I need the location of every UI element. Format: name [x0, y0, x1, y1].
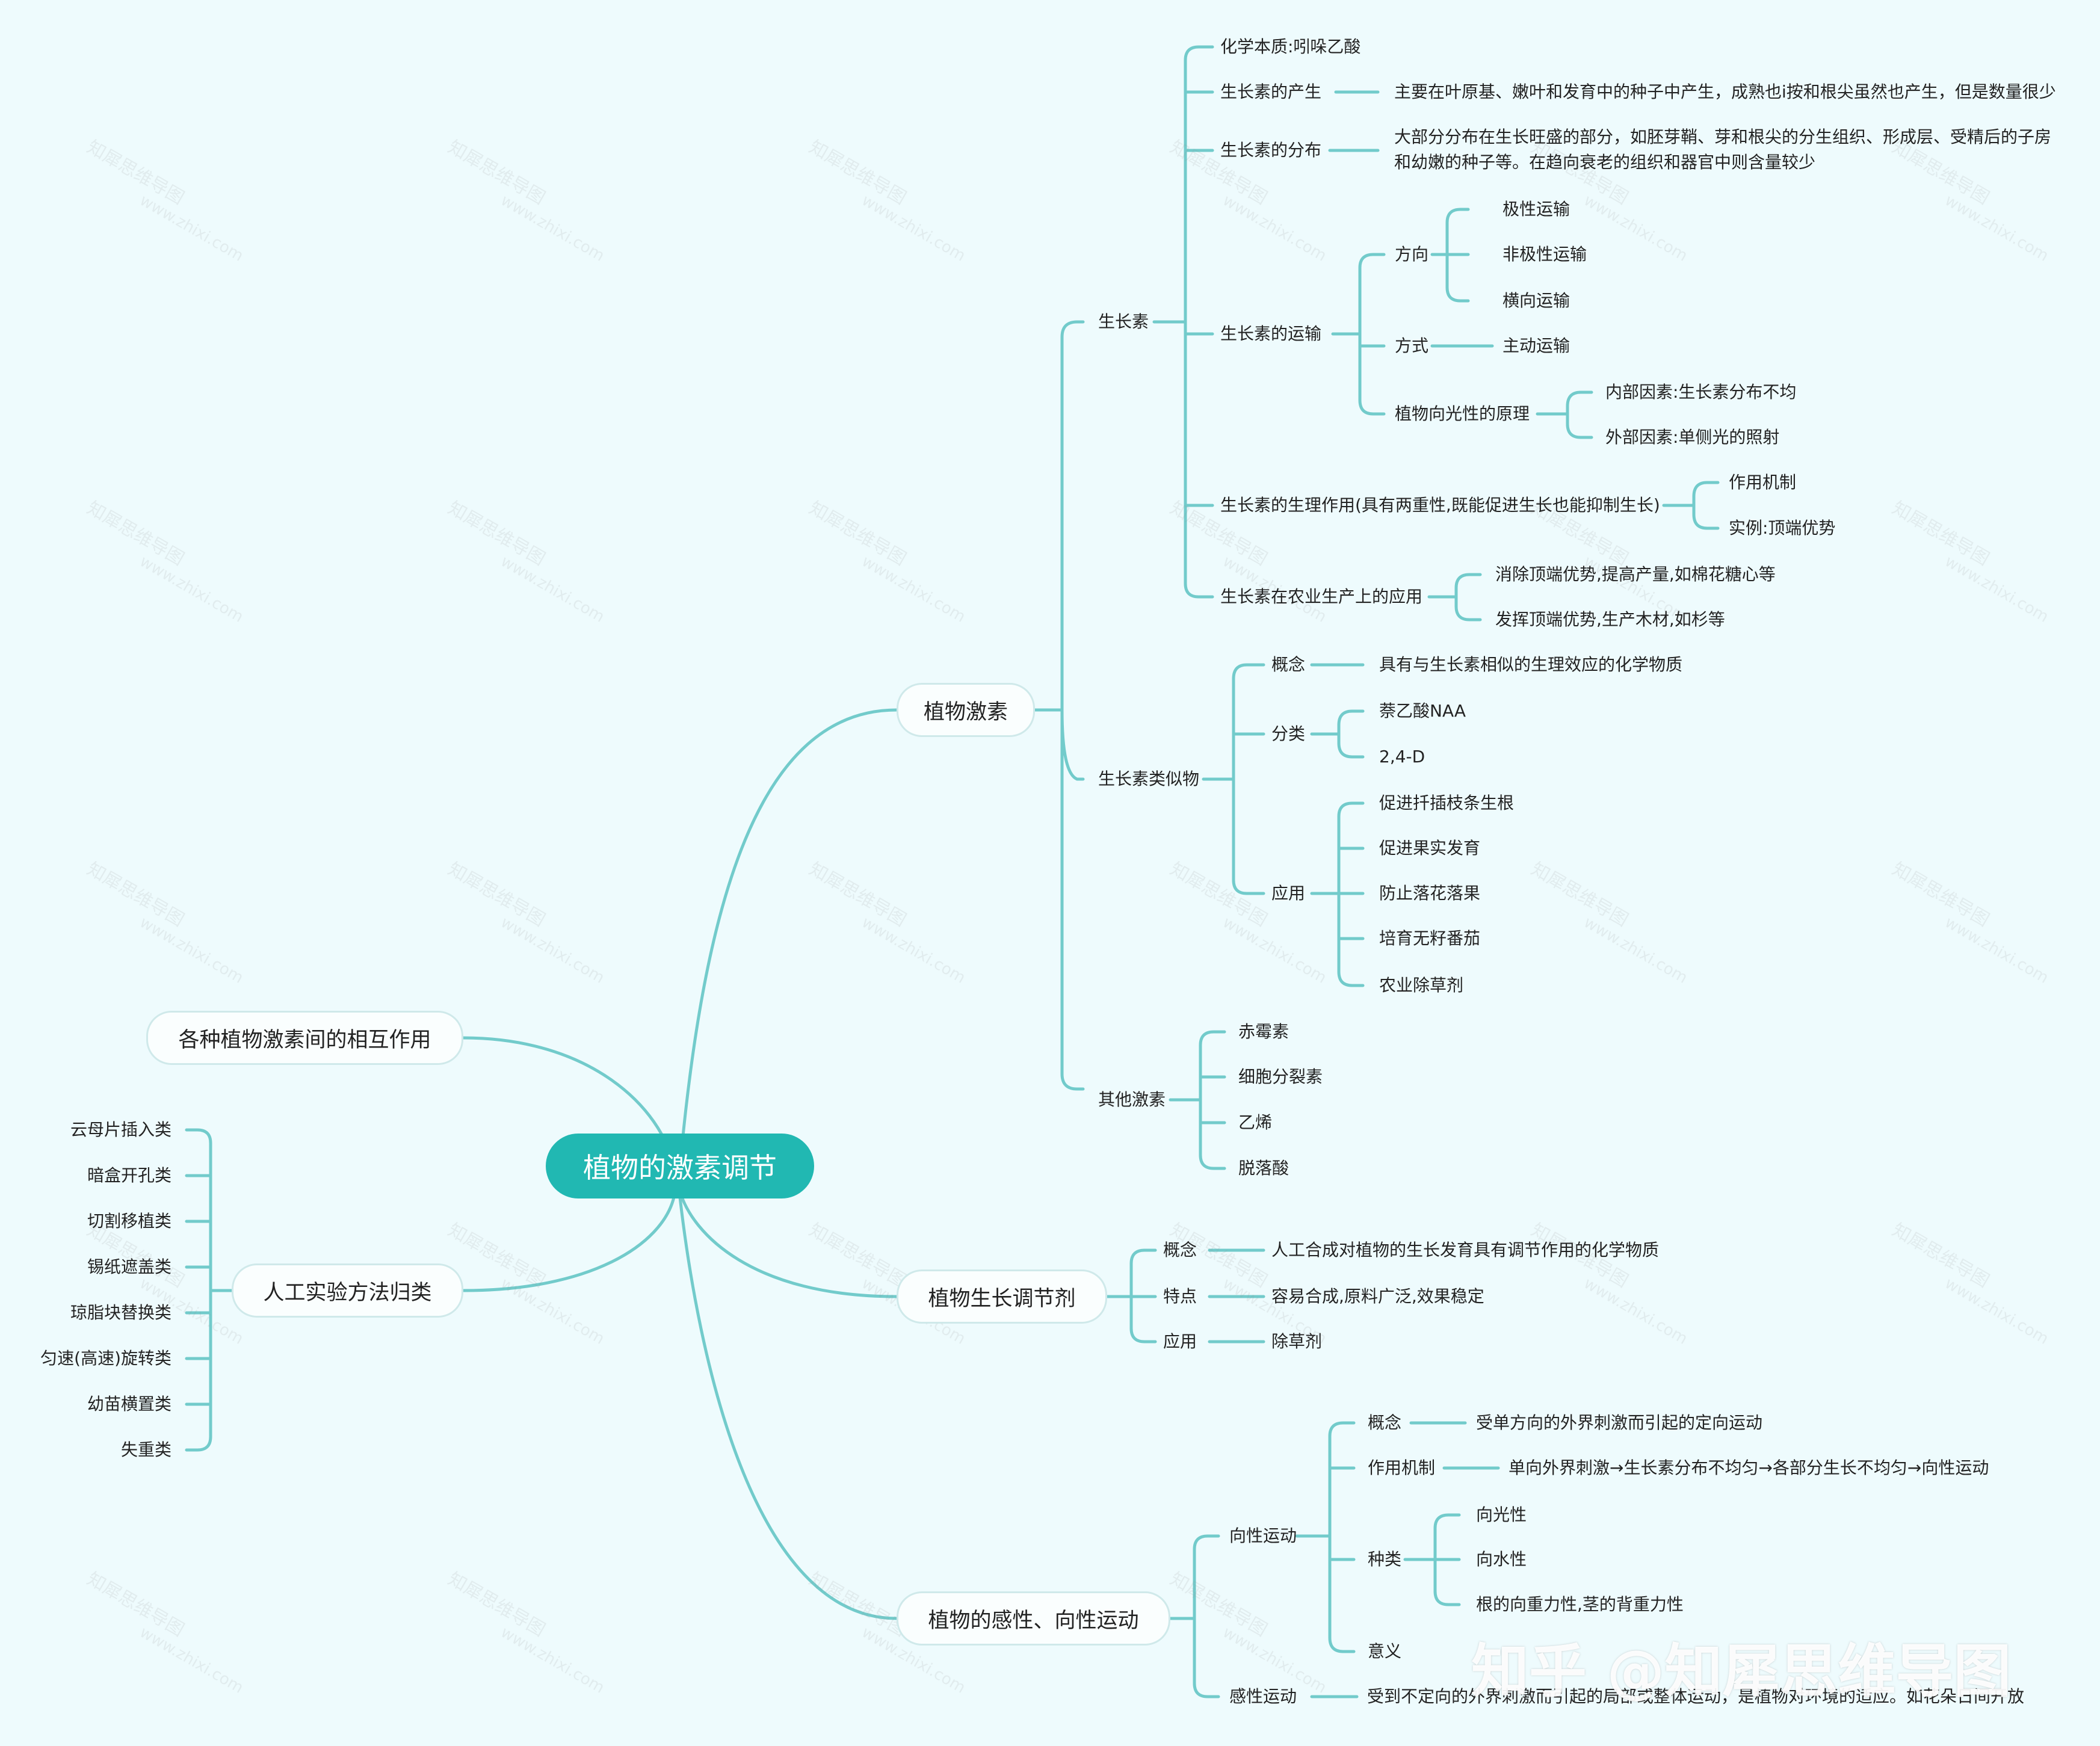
- node-physiology-item[interactable]: 作用机制: [1729, 472, 1797, 492]
- node-phototropism[interactable]: 植物向光性的原理: [1395, 404, 1530, 424]
- node-auxin-transport[interactable]: 生长素的运输: [1220, 324, 1322, 344]
- node-tropism-type-item[interactable]: 向水性: [1476, 1549, 1527, 1569]
- node-nastic[interactable]: 感性运动: [1229, 1686, 1297, 1706]
- node-other-item[interactable]: 细胞分裂素: [1238, 1067, 1323, 1087]
- node-analogs-concept-detail[interactable]: 具有与生长素相似的生理效应的化学物质: [1379, 655, 1683, 674]
- node-other-item[interactable]: 乙烯: [1238, 1112, 1273, 1132]
- node-application-item[interactable]: 培育无籽番茄: [1379, 928, 1481, 948]
- zhihu-logo: 知乎 @知犀思维导图: [1471, 1638, 2012, 1705]
- topic-plant-movement[interactable]: 植物的感性、向性运动: [897, 1591, 1170, 1646]
- node-auxin-distribution-detail-2[interactable]: 和幼嫩的种子等。在趋向衰老的组织和器官中则含量较少: [1394, 152, 1816, 172]
- node-auxin-physiology[interactable]: 生长素的生理作用(具有两重性,既能促进生长也能抑制生长): [1220, 495, 1660, 515]
- node-experiment-item[interactable]: 琼脂块替换类: [70, 1303, 171, 1322]
- node-transport-direction[interactable]: 方向: [1395, 244, 1429, 264]
- node-analogs-concept[interactable]: 概念: [1271, 655, 1306, 674]
- node-transport-mode[interactable]: 方式: [1395, 336, 1429, 356]
- node-phototropism-item[interactable]: 外部因素:单侧光的照射: [1605, 427, 1780, 447]
- node-tropism[interactable]: 向性运动: [1229, 1526, 1297, 1546]
- node-tropism-concept[interactable]: 概念: [1368, 1413, 1402, 1433]
- root-topic[interactable]: 植物的激素调节: [546, 1134, 814, 1198]
- node-tropism-types[interactable]: 种类: [1368, 1549, 1402, 1569]
- node-phototropism-item[interactable]: 内部因素:生长素分布不均: [1605, 382, 1797, 402]
- node-mode-item[interactable]: 主动运输: [1502, 336, 1570, 356]
- node-experiment-item[interactable]: 云母片插入类: [70, 1120, 171, 1140]
- node-other-hormones[interactable]: 其他激素: [1098, 1090, 1166, 1109]
- topic-hormone-interaction[interactable]: 各种植物激素间的相互作用: [146, 1011, 463, 1065]
- node-application-item[interactable]: 防止落花落果: [1379, 883, 1481, 903]
- node-experiment-item[interactable]: 锡纸遮盖类: [87, 1257, 171, 1277]
- node-agriculture-item[interactable]: 消除顶端优势,提高产量,如棉花糖心等: [1495, 564, 1776, 584]
- node-regulators-features[interactable]: 特点: [1163, 1286, 1197, 1306]
- node-tropism-type-item[interactable]: 向光性: [1476, 1505, 1527, 1525]
- node-other-item[interactable]: 赤霉素: [1238, 1022, 1289, 1041]
- node-tropism-type-item[interactable]: 根的向重力性,茎的背重力性: [1476, 1594, 1684, 1614]
- node-tropism-mechanism[interactable]: 作用机制: [1368, 1458, 1436, 1478]
- node-auxin-distribution-detail-1[interactable]: 大部分分布在生长旺盛的部分，如胚芽鞘、芽和根尖的分生组织、形成层、受精后的子房: [1394, 127, 2052, 147]
- node-experiment-item[interactable]: 失重类: [120, 1440, 171, 1460]
- node-experiment-item[interactable]: 幼苗横置类: [87, 1394, 171, 1414]
- node-classification-item[interactable]: 2,4-D: [1379, 747, 1425, 767]
- topic-growth-regulators[interactable]: 植物生长调节剂: [897, 1269, 1107, 1324]
- node-nastic-detail[interactable]: 受到不定向的外界刺激而引起的局部或整体运动，是植物对环境的适应。如花朵日间开放: [1367, 1686, 2025, 1706]
- node-regulators-application-detail[interactable]: 除草剂: [1271, 1331, 1323, 1351]
- node-auxin-agriculture[interactable]: 生长素在农业生产上的应用: [1220, 587, 1423, 606]
- node-classification-item[interactable]: 萘乙酸NAA: [1379, 701, 1466, 721]
- node-application-item[interactable]: 农业除草剂: [1379, 975, 1464, 995]
- node-tropism-concept-detail[interactable]: 受单方向的外界刺激而引起的定向运动: [1476, 1413, 1763, 1433]
- node-tropism-mechanism-detail[interactable]: 单向外界刺激→生长素分布不均匀→各部分生长不均匀→向性运动: [1509, 1458, 1989, 1478]
- node-auxin-distribution[interactable]: 生长素的分布: [1220, 140, 1322, 160]
- node-tropism-significance[interactable]: 意义: [1368, 1641, 1402, 1661]
- node-auxin[interactable]: 生长素: [1098, 312, 1149, 332]
- node-experiment-item[interactable]: 匀速(高速)旋转类: [40, 1348, 171, 1368]
- node-application-item[interactable]: 促进果实发育: [1379, 838, 1481, 858]
- node-auxin-nature[interactable]: 化学本质:吲哚乙酸: [1220, 37, 1361, 57]
- node-auxin-production[interactable]: 生长素的产生: [1220, 82, 1322, 102]
- node-direction-item[interactable]: 非极性运输: [1502, 244, 1587, 264]
- node-analogs-application[interactable]: 应用: [1271, 883, 1306, 903]
- node-auxin-production-detail[interactable]: 主要在叶原基、嫩叶和发育中的种子中产生，成熟也i按和根尖虽然也产生，但是数量很少: [1394, 82, 2056, 102]
- topic-plant-hormones[interactable]: 植物激素: [897, 683, 1035, 737]
- node-regulators-concept[interactable]: 概念: [1163, 1240, 1197, 1260]
- node-auxin-analogs[interactable]: 生长素类似物: [1098, 769, 1200, 789]
- node-direction-item[interactable]: 横向运输: [1502, 291, 1570, 310]
- node-experiment-item[interactable]: 暗盒开孔类: [87, 1165, 171, 1185]
- node-agriculture-item[interactable]: 发挥顶端优势,生产木材,如杉等: [1495, 609, 1725, 629]
- node-regulators-application[interactable]: 应用: [1163, 1331, 1197, 1351]
- node-regulators-features-detail[interactable]: 容易合成,原料广泛,效果稳定: [1271, 1286, 1484, 1306]
- node-physiology-item[interactable]: 实例:顶端优势: [1729, 518, 1836, 538]
- node-application-item[interactable]: 促进扦插枝条生根: [1379, 793, 1515, 813]
- node-analogs-classification[interactable]: 分类: [1271, 724, 1306, 744]
- node-direction-item[interactable]: 极性运输: [1502, 199, 1570, 219]
- topic-experiment-methods[interactable]: 人工实验方法归类: [232, 1263, 463, 1318]
- node-other-item[interactable]: 脱落酸: [1238, 1158, 1289, 1178]
- node-regulators-concept-detail[interactable]: 人工合成对植物的生长发育具有调节作用的化学物质: [1271, 1240, 1660, 1260]
- node-experiment-item[interactable]: 切割移植类: [87, 1211, 171, 1231]
